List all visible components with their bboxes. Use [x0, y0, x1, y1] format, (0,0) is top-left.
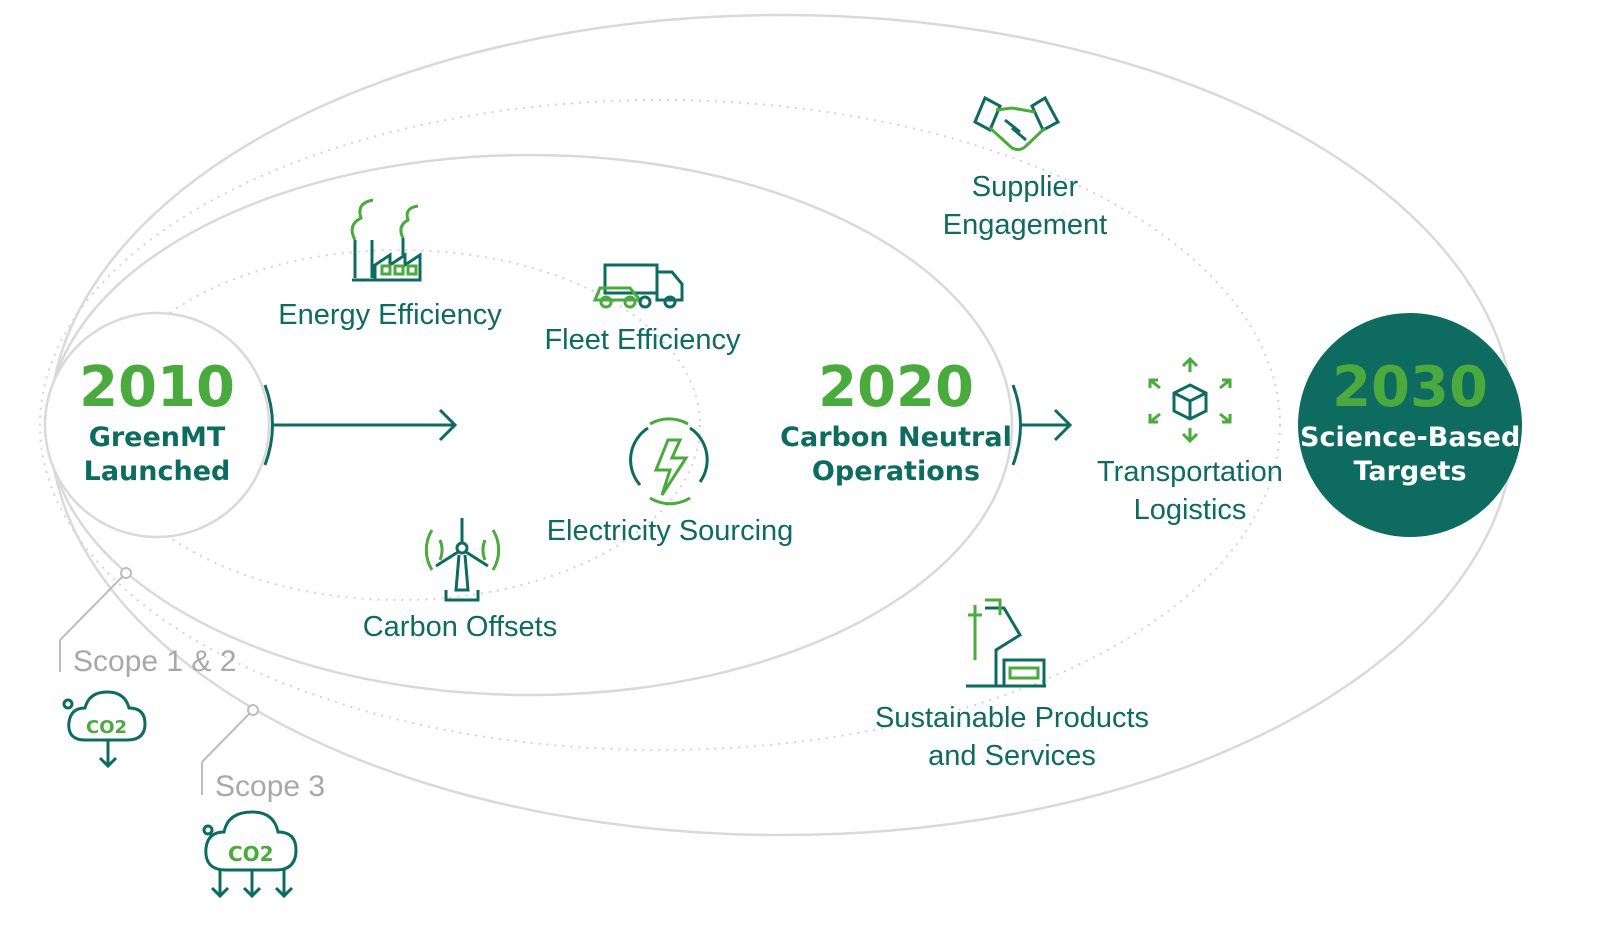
supplier-engagement-line2: Engagement	[942, 209, 1108, 241]
co2-label-scope12: CO2	[86, 717, 127, 738]
logistics-box-icon	[1148, 356, 1232, 444]
transportation-logistics-label: Transportation Logistics	[1085, 453, 1295, 529]
wind-turbine-icon	[424, 518, 501, 602]
scope12-pointer	[59, 567, 132, 672]
scope3-label: Scope 3	[215, 770, 326, 803]
milestone-2030-circle	[1298, 313, 1522, 537]
electricity-cycle-icon	[629, 417, 709, 506]
factory-icon	[350, 198, 422, 282]
milestone-2030-line2: Targets	[1353, 456, 1467, 487]
truck-icon	[592, 263, 684, 309]
milestone-2020-year: 2020	[818, 355, 974, 420]
milestone-2010-year: 2010	[79, 355, 235, 420]
fleet-efficiency-label: Fleet Efficiency	[544, 324, 741, 356]
supplier-engagement-line1: Supplier	[971, 171, 1079, 203]
milestone-2020-caption: Carbon Neutral Operations	[776, 421, 1016, 489]
milestone-2030-year: 2030	[1332, 355, 1488, 420]
transportation-logistics-line1: Transportation	[1097, 456, 1283, 488]
milestone-2010-line2: Launched	[83, 456, 231, 487]
handshake-icon	[973, 95, 1061, 152]
co2-cloud-icon	[62, 690, 147, 769]
dotted-path-outer	[39, 99, 1281, 751]
supplier-engagement-label: Supplier Engagement	[920, 168, 1130, 244]
sustainable-products-label: Sustainable Products and Services	[862, 699, 1162, 775]
transportation-logistics-line2: Logistics	[1133, 494, 1247, 526]
carbon-offsets-label: Carbon Offsets	[362, 611, 558, 643]
milestone-2010-circle	[43, 311, 271, 539]
scope3-pointer	[201, 704, 259, 795]
milestone-2010-line1: GreenMT	[88, 422, 226, 453]
milestone-2020-line2: Operations	[811, 456, 981, 487]
milestone-2020-line1: Carbon Neutral	[780, 422, 1012, 453]
sustainable-products-line2: and Services	[928, 740, 1096, 772]
milestone-2010-caption: GreenMT Launched	[57, 421, 257, 489]
milestone-2030-line1: Science-Based	[1300, 422, 1521, 453]
arrow-right-icon	[263, 384, 458, 466]
electricity-sourcing-label: Electricity Sourcing	[546, 515, 794, 547]
co2-label-scope3: CO2	[228, 842, 274, 866]
sustainable-products-line1: Sustainable Products	[874, 702, 1150, 734]
milestone-2030-caption: Science-Based Targets	[1300, 421, 1520, 489]
energy-efficiency-label: Energy Efficiency	[278, 299, 502, 331]
dotted-path-inner	[99, 249, 701, 601]
scope12-label: Scope 1 & 2	[73, 645, 237, 678]
robot-arm-icon	[966, 598, 1046, 688]
co2-cloud-icon	[202, 810, 298, 899]
arrow-right-icon	[1011, 384, 1073, 466]
